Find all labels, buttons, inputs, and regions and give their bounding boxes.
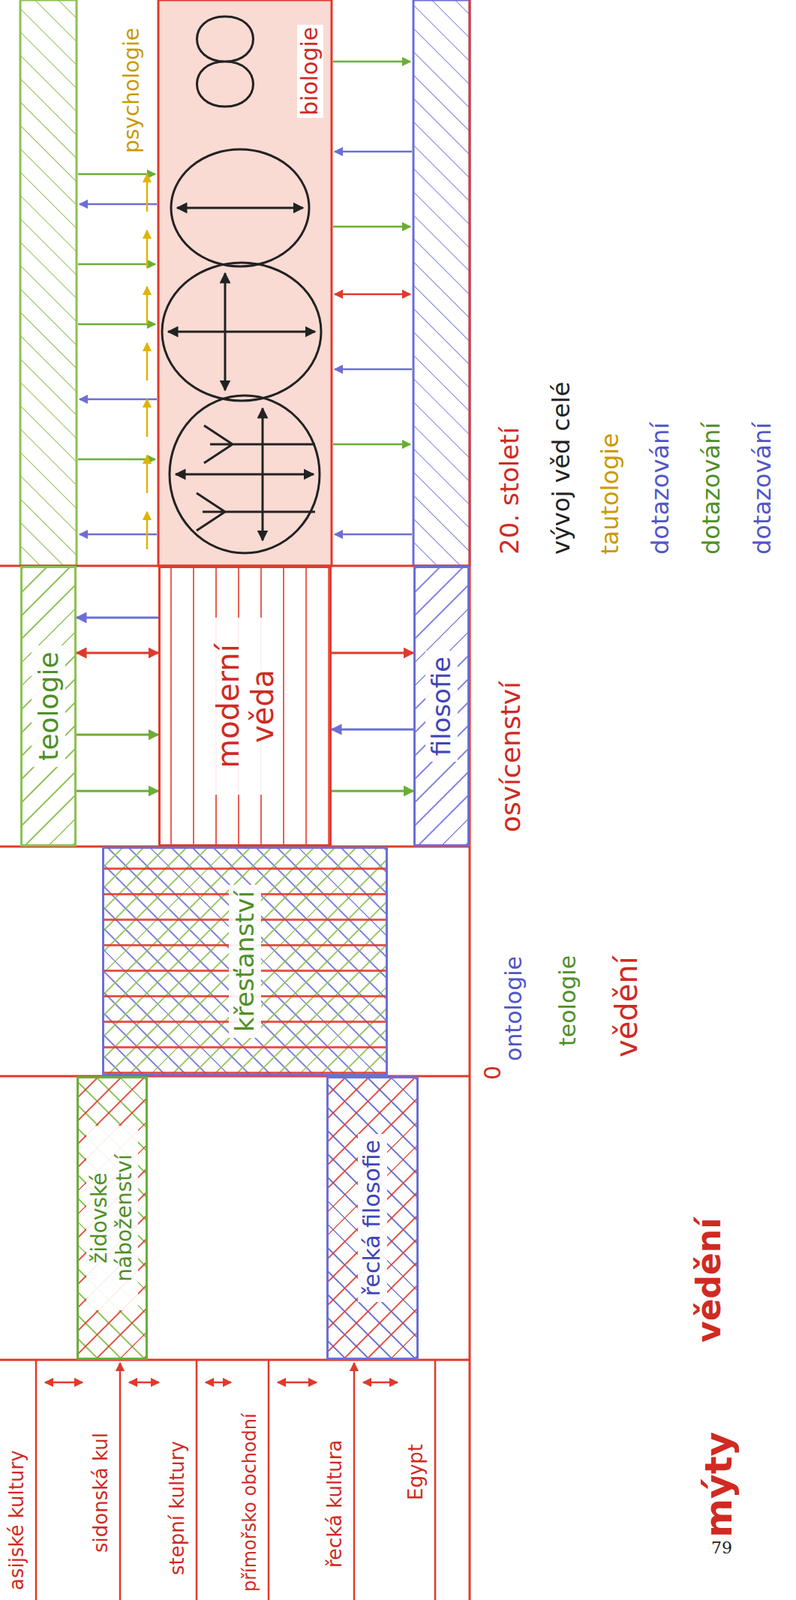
culture-lines <box>36 1359 436 1600</box>
influence-arrow <box>76 733 159 736</box>
culture-lines <box>434 1359 437 1600</box>
culture-lines <box>277 1381 317 1384</box>
node-title: židovské náboženství <box>86 1125 138 1310</box>
culture-name: přímořsko obchodní <box>240 1410 262 1594</box>
development-loops <box>196 425 316 531</box>
influence-arrow <box>331 651 414 655</box>
development-loops <box>197 16 254 107</box>
era-keyword: tautologie <box>596 430 625 557</box>
theology-band: teologie <box>20 565 77 847</box>
culture-name: sidonská kul <box>90 1429 113 1555</box>
era-keyword: dotazování <box>646 420 675 557</box>
influence-arrows <box>334 150 412 154</box>
twentieth-century-bands <box>413 0 470 566</box>
page-number: 79 <box>708 1537 735 1557</box>
era-keyword: teologie <box>555 952 582 1049</box>
influence-arrows <box>334 293 411 296</box>
influence-arrows <box>78 458 156 461</box>
culture-name: řecká kultura <box>324 1437 347 1570</box>
science-band: moderní věda <box>158 565 332 847</box>
era-title: 20. století <box>495 424 525 557</box>
influence-arrow <box>331 789 414 793</box>
development-loops <box>171 149 310 267</box>
influence-arrows <box>333 443 411 446</box>
culture-name: asijské kultury <box>6 1447 29 1592</box>
psychology-arrows <box>146 511 149 550</box>
era-keyword: dotazování <box>697 420 726 557</box>
psychology-arrows <box>146 399 149 437</box>
influence-arrows <box>79 203 157 206</box>
node-title: řecká filosofie <box>357 1133 388 1302</box>
philosophy-box: řecká filosofie <box>326 1075 419 1360</box>
era-title: vědění <box>690 1215 729 1345</box>
era-title: mýty <box>697 1429 742 1540</box>
christianity-box: křesťanství <box>102 846 388 1076</box>
culture-name: stepní kultury <box>166 1438 190 1577</box>
era-keyword: vědění <box>609 953 644 1060</box>
influence-arrows <box>79 533 157 536</box>
era-title: osvícenství <box>495 678 526 835</box>
philosophy-band: filosofie <box>413 565 470 847</box>
psychology-arrows <box>146 230 149 268</box>
culture-lines <box>119 1362 122 1600</box>
influence-arrow <box>76 651 159 655</box>
discipline-name: biologie <box>297 24 324 118</box>
culture-lines <box>205 1381 232 1384</box>
culture-lines <box>267 1359 271 1600</box>
influence-arrow <box>331 728 414 731</box>
twentieth-century-bands <box>20 0 77 566</box>
discipline-name: psychologie <box>120 25 145 156</box>
twentieth-century-bands <box>158 0 332 566</box>
era-dividers <box>0 0 470 1600</box>
culture-lines <box>195 1359 199 1600</box>
influence-arrows <box>78 323 156 326</box>
influence-arrows <box>333 225 411 229</box>
node-title: moderní věda <box>209 617 282 795</box>
culture-lines <box>129 1381 160 1384</box>
development-loops <box>177 207 304 210</box>
node-title: teologie <box>31 645 66 766</box>
influence-arrows <box>78 263 156 266</box>
influence-arrow <box>76 789 159 793</box>
influence-arrows <box>334 368 412 371</box>
culture-lines <box>353 1362 356 1600</box>
influence-arrows <box>333 60 411 64</box>
twentieth-century-bands <box>20 0 470 566</box>
influence-arrow <box>76 616 159 619</box>
culture-lines <box>45 1381 83 1384</box>
era-keyword: ontologie <box>501 953 528 1064</box>
influence-arrows <box>78 173 156 176</box>
node-title: křesťanství <box>228 884 262 1038</box>
development-loops <box>169 395 320 553</box>
era-number: 0 <box>480 1063 507 1082</box>
religion-box: židovské náboženství <box>76 1075 148 1360</box>
psychology-arrows <box>146 174 149 212</box>
node-title: filosofie <box>425 650 458 763</box>
psychology-arrows <box>146 286 149 325</box>
culture-lines <box>363 1381 398 1384</box>
era-keyword: vývoj věd celé <box>547 379 576 557</box>
development-loops <box>224 273 227 391</box>
influence-arrows <box>334 533 412 536</box>
psychology-arrows <box>146 455 149 493</box>
psychology-arrows <box>146 342 149 381</box>
development-loops <box>175 473 314 476</box>
culture-name: Egypt <box>405 1441 428 1502</box>
culture-lines <box>35 1359 38 1600</box>
psychology-arrows <box>146 174 149 550</box>
development-loops <box>162 262 322 401</box>
development-loops <box>168 330 316 334</box>
influence-arrows <box>79 398 157 401</box>
development-loops <box>261 408 265 541</box>
era-keyword: dotazování <box>748 420 777 557</box>
